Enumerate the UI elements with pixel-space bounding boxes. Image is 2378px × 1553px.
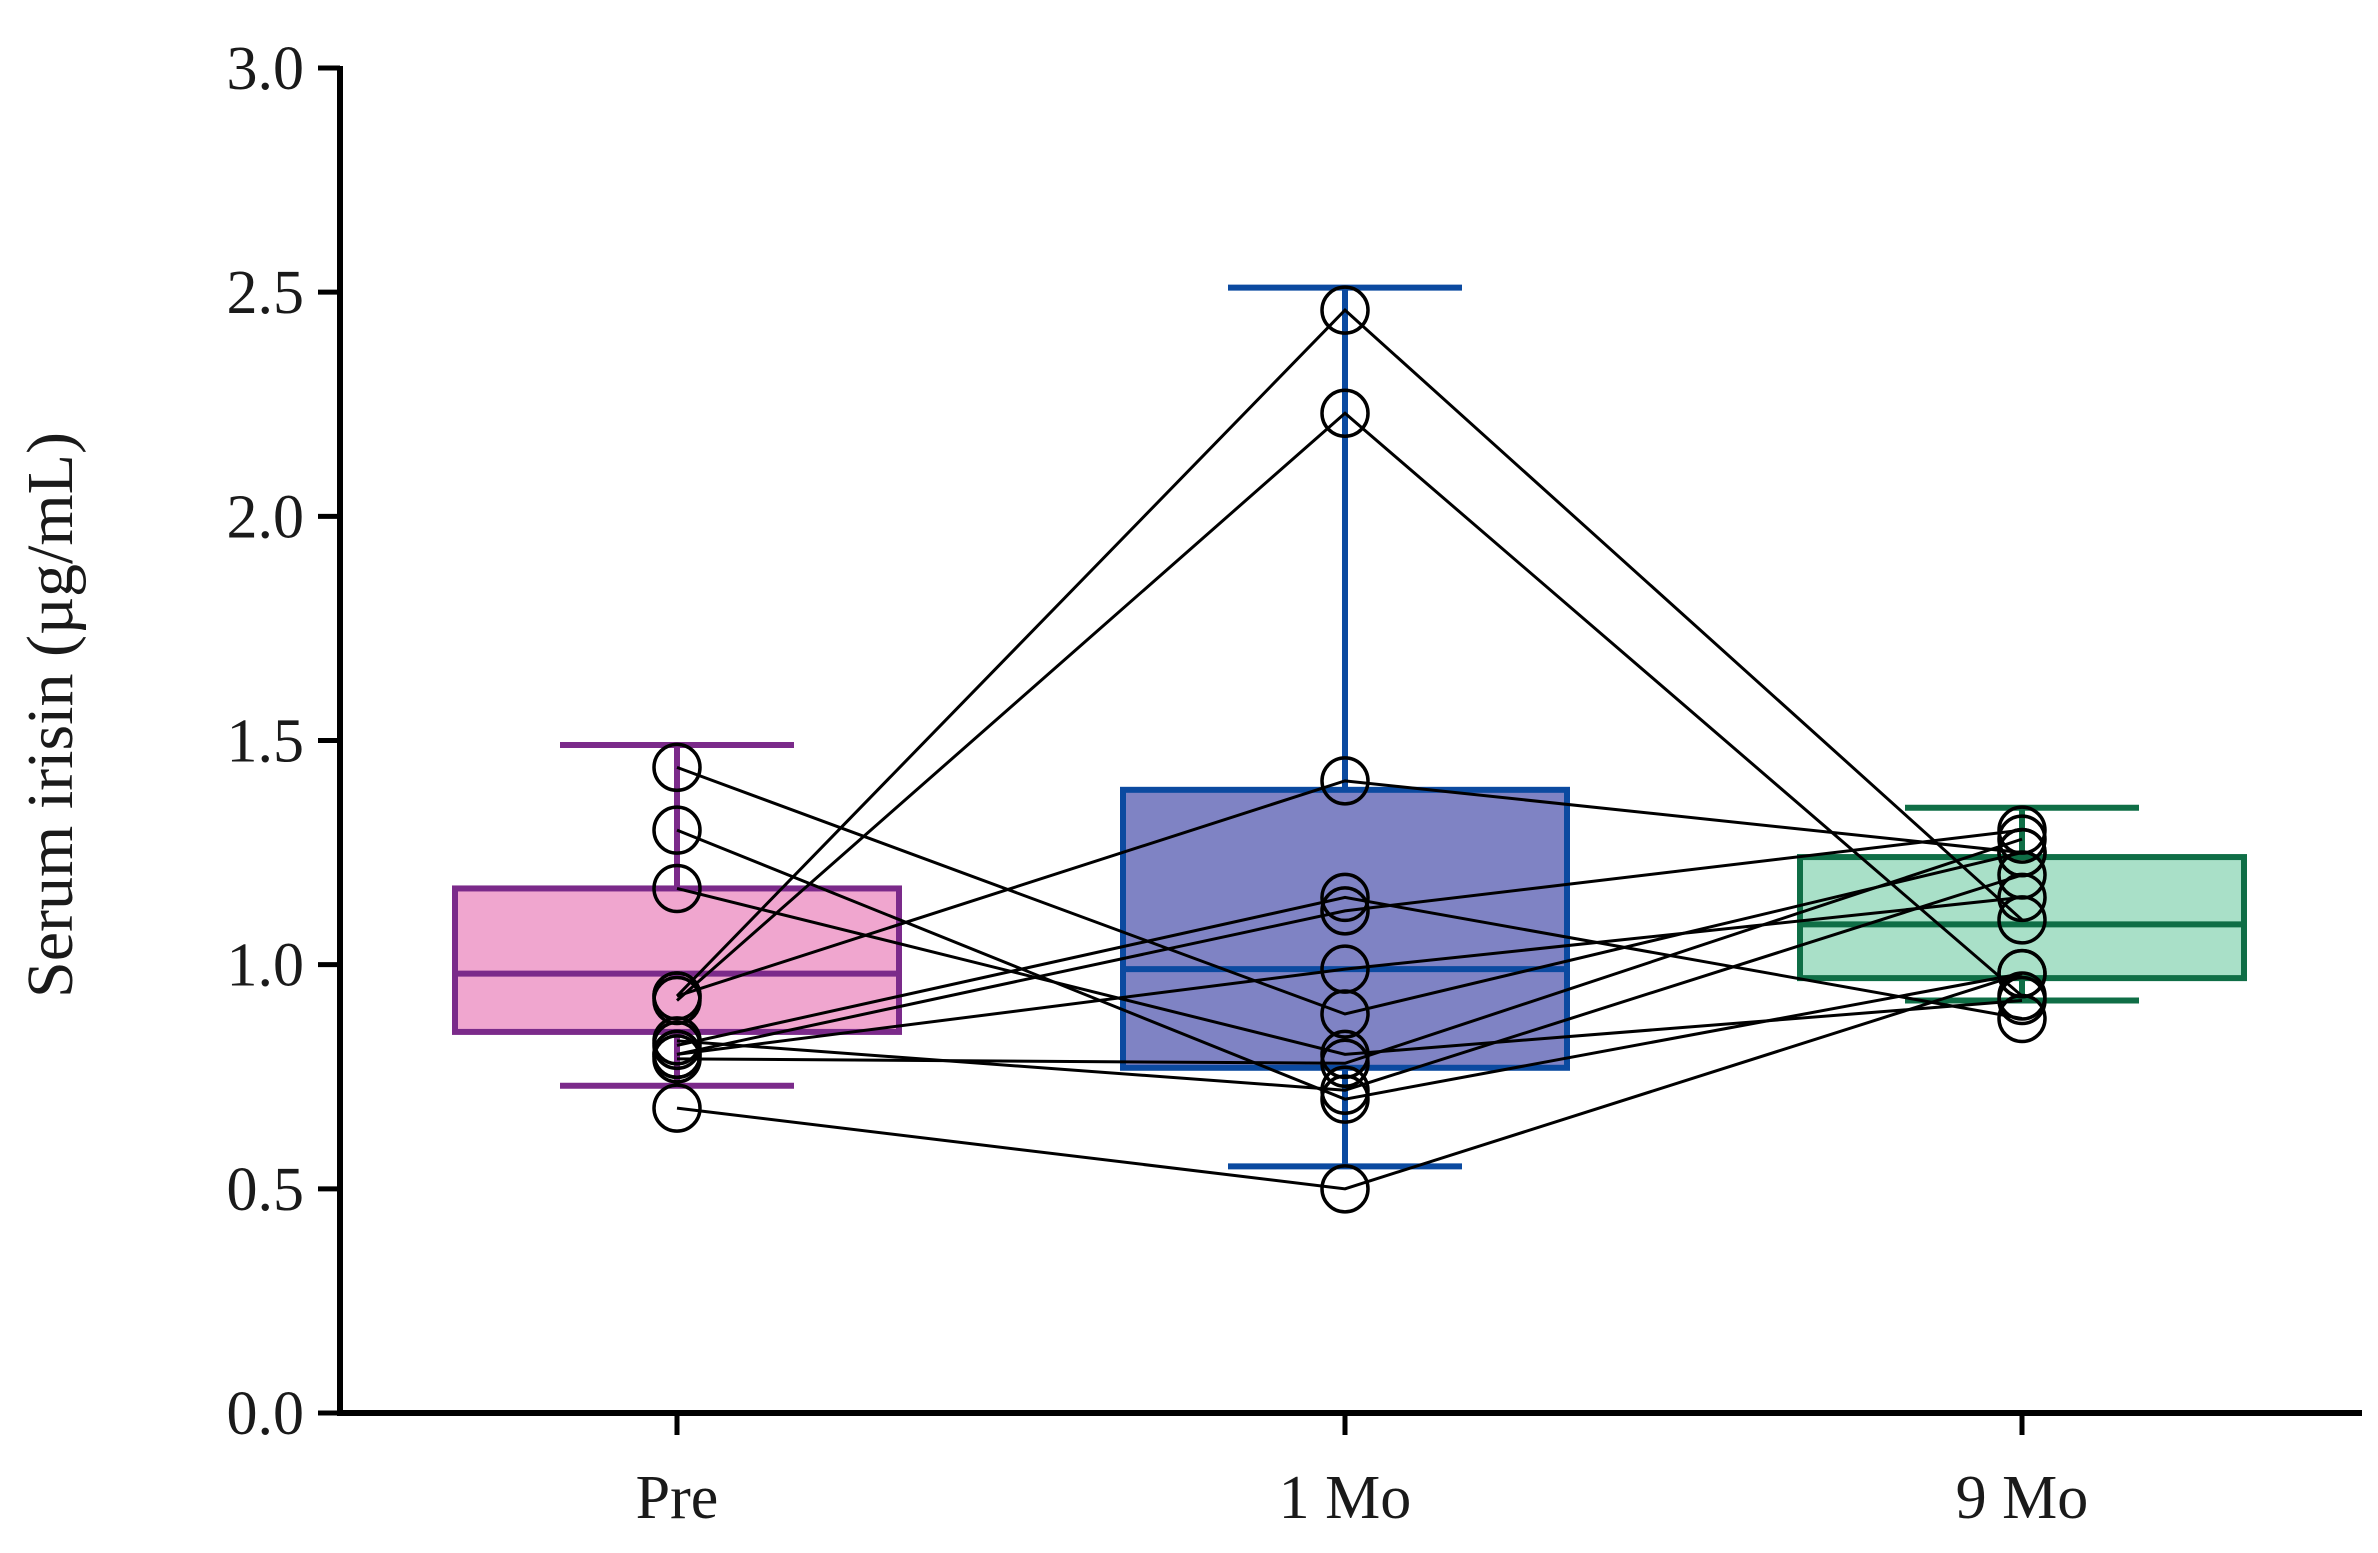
- subject-line-9: [676, 837, 2023, 1065]
- data-point: [1320, 886, 1370, 936]
- data-point: [1997, 850, 2047, 900]
- subject-line-8: [676, 895, 2023, 1056]
- y-tick-label: 0.5: [227, 1156, 305, 1224]
- x-tick-label: Pre: [636, 1464, 719, 1532]
- data-point: [652, 805, 702, 855]
- data-point: [1997, 948, 2047, 999]
- y-tick-label: 1.5: [227, 708, 305, 776]
- subject-line-7: [676, 828, 2023, 1056]
- y-tick-label: 3.0: [227, 35, 305, 103]
- data-point: [1320, 872, 1370, 923]
- data-point: [652, 1034, 702, 1084]
- y-tick-label: 2.0: [227, 483, 305, 551]
- y-tick-label: 0.0: [227, 1380, 305, 1448]
- data-point: [1320, 388, 1370, 438]
- subject-line-4: [676, 411, 2023, 1002]
- data-point: [652, 742, 702, 793]
- subject-line-1: [676, 828, 2023, 1101]
- data-point: [652, 1083, 702, 1133]
- subject-line-10: [676, 972, 2023, 1191]
- x-tick-label: 9 Mo: [1956, 1464, 2089, 1532]
- data-point: [1320, 1038, 1370, 1089]
- box-iqr: [1797, 854, 2247, 982]
- data-point: [1320, 1065, 1370, 1115]
- subject-line-2: [676, 886, 2023, 1056]
- axes-layer: [337, 66, 2362, 1416]
- subject-line-11: [676, 873, 2023, 1092]
- data-point: [1320, 756, 1370, 806]
- data-points-layer: [652, 285, 2047, 1214]
- subject-line-5: [676, 779, 2023, 998]
- data-point: [1320, 944, 1370, 994]
- subject-lines-layer: [675, 308, 2024, 1191]
- y-tick-label: 1.0: [227, 932, 305, 1000]
- subject-line-6: [676, 895, 2023, 1047]
- box-group-2: [1797, 804, 2247, 1004]
- y-axis-title: Serum irisin (µg/mL): [14, 432, 87, 998]
- y-tick-label: 2.5: [227, 259, 305, 327]
- subject-line-3: [675, 308, 2024, 998]
- data-point: [1997, 971, 2047, 1021]
- x-tick-label: 1 Mo: [1279, 1464, 1412, 1532]
- data-point: [1320, 1164, 1370, 1214]
- data-point: [1997, 872, 2047, 923]
- data-point: [652, 1016, 702, 1066]
- subject-line-0: [676, 765, 2023, 1016]
- box-group-1: [1120, 284, 1570, 1170]
- data-point: [1997, 814, 2047, 864]
- data-point: [652, 863, 702, 914]
- data-point: [1320, 285, 1370, 335]
